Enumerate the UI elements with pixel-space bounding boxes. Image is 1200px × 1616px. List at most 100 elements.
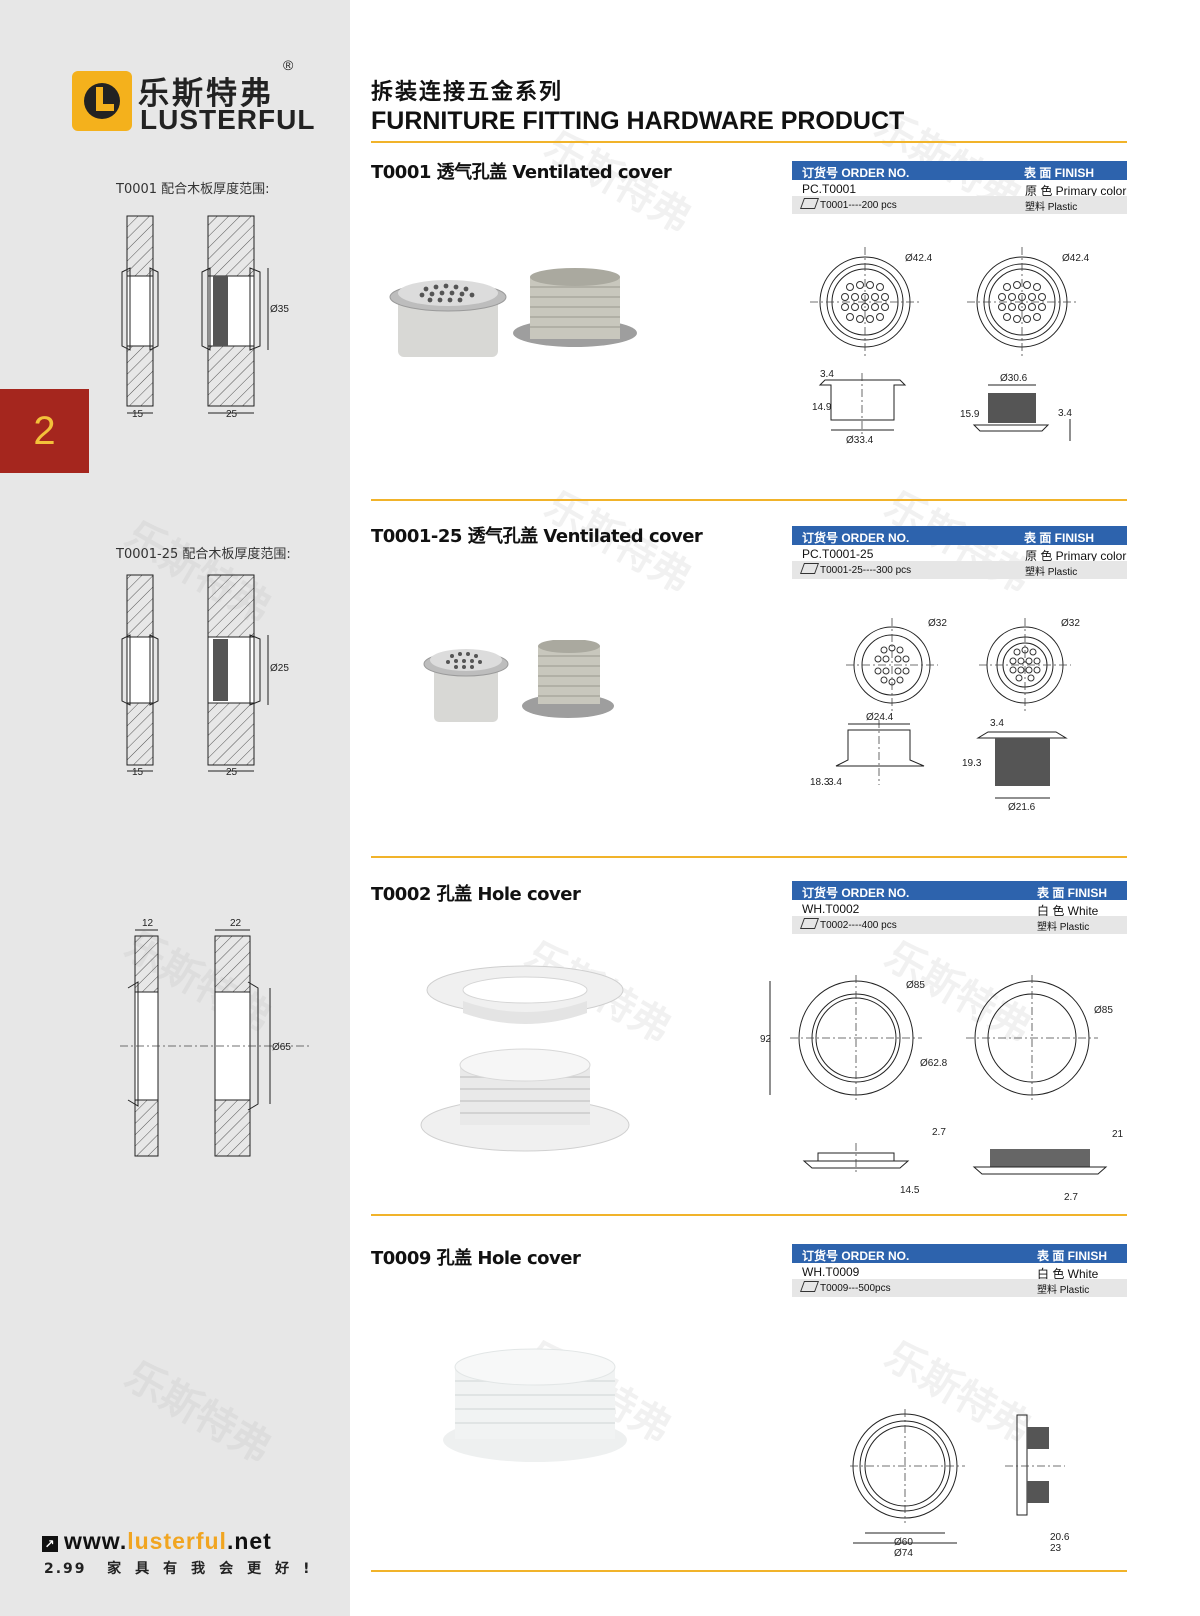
packing-value: T0009---500pcs — [820, 1283, 891, 1294]
product-title: T0001-25 透气孔盖 Ventilated cover — [371, 526, 703, 547]
section-divider — [371, 856, 1127, 858]
order-number: PC.T0001 — [802, 182, 857, 196]
product-photo — [443, 1348, 627, 1462]
dim-a: Ø24.4 — [866, 712, 894, 723]
t0001-25-section-drawing: Ø25 15 25 — [121, 574, 289, 778]
finish-label: 表 面 FINISH — [1037, 886, 1108, 900]
package-icon — [799, 1281, 820, 1292]
product-photo — [423, 640, 614, 722]
order-row: WH.T0009 白 色 White — [792, 1263, 1127, 1281]
brand-logo-icon — [72, 71, 132, 131]
dim-side-dia: Ø65 — [272, 1042, 291, 1053]
packing-value: T0002----400 pcs — [820, 920, 897, 931]
dim-d: 23 — [1050, 1543, 1062, 1554]
url-accent: lusterful — [127, 1528, 227, 1554]
section-divider — [371, 499, 1127, 501]
dim-f: 2.7 — [1064, 1192, 1078, 1203]
dim-b: Ø74 — [894, 1548, 913, 1559]
packing-row: T0001----200 pcs 塑料 Plastic — [792, 196, 1127, 214]
finish-label: 表 面 FINISH — [1024, 166, 1095, 180]
dim-e: 15.9 — [960, 409, 980, 420]
dim-outer-diameter: Ø85 — [1094, 1005, 1113, 1016]
finish-label: 表 面 FINISH — [1037, 1249, 1108, 1263]
registered-mark: ® — [283, 57, 294, 73]
dim-side-a: 15 — [132, 767, 144, 778]
order-table-header: 订货号 ORDER NO. 表 面 FINISH — [792, 881, 1127, 900]
dim-side-b: 25 — [226, 409, 238, 420]
finish-value: 白 色 White — [1037, 904, 1099, 918]
dim-b: Ø62.8 — [920, 1058, 948, 1069]
order-table: 订货号 ORDER NO. 表 面 FINISH WH.T0002 白 色 Whit… — [792, 881, 1127, 934]
sidebar — [0, 0, 350, 1616]
url-prefix: www. — [64, 1528, 128, 1554]
product-photo — [389, 268, 637, 357]
website-link[interactable]: ↗www.lusterful.net — [42, 1528, 272, 1555]
sidebar-label-t0001: T0001 配合木板厚度范围: — [116, 182, 270, 197]
finish-value: 原 色 Primary color — [1025, 184, 1127, 198]
dim-side-a: 15 — [132, 409, 144, 420]
order-row: PC.T0001 原 色 Primary color — [792, 180, 1127, 198]
finish-label: 表 面 FINISH — [1024, 531, 1095, 545]
order-table-header: 订货号 ORDER NO. 表 面 FINISH — [792, 161, 1127, 180]
dim-e: 21 — [1112, 1129, 1124, 1140]
dim-d: Ø30.6 — [1000, 373, 1028, 384]
product-title: T0002 孔盖 Hole cover — [371, 884, 581, 905]
dim-side-dia: Ø35 — [270, 304, 289, 315]
t0002-section-drawing: 12 22 Ø65 — [120, 918, 310, 1157]
order-row: WH.T0002 白 色 White — [792, 900, 1127, 918]
footer-divider — [371, 1570, 1127, 1572]
chapter-number: 2 — [33, 408, 56, 453]
brand-name-cn: 乐斯特弗 — [138, 76, 274, 112]
dim-c: 20.6 — [1050, 1532, 1070, 1543]
order-label: 订货号 ORDER NO. — [802, 886, 910, 900]
dim-c: Ø33.4 — [846, 435, 874, 446]
product-title: T0001 透气孔盖 Ventilated cover — [371, 162, 672, 183]
order-table-header: 订货号 ORDER NO. 表 面 FINISH — [792, 526, 1127, 545]
packing-value: T0001-25----300 pcs — [820, 565, 912, 576]
dim-b: 14.9 — [812, 402, 832, 413]
dim-c: 2.7 — [932, 1127, 946, 1138]
dim-d: 14.5 — [900, 1185, 920, 1196]
header-title-cn: 拆装连接五金系列 — [371, 80, 564, 105]
dim-outer-diameter: Ø85 — [906, 980, 925, 991]
dim-a: 3.4 — [820, 369, 834, 380]
material-value: 塑料 Plastic — [1037, 1285, 1090, 1296]
package-icon — [799, 563, 820, 574]
technical-drawing: Ø60 Ø74 20.6 23 — [850, 1409, 1070, 1559]
dim-outer-diameter: Ø42.4 — [905, 253, 933, 264]
packing-row: T0009---500pcs 塑料 Plastic — [792, 1279, 1127, 1297]
header-title-en: FURNITURE FITTING HARDWARE PRODUCT — [371, 107, 905, 135]
dim-side-dia: Ø25 — [270, 663, 289, 674]
page-number: 2.99 — [44, 1561, 87, 1577]
order-number: WH.T0009 — [802, 1265, 860, 1279]
dim-side-b: 25 — [226, 767, 238, 778]
link-arrow-icon: ↗ — [42, 1536, 58, 1552]
order-label: 订货号 ORDER NO. — [802, 166, 910, 180]
order-label: 订货号 ORDER NO. — [802, 531, 910, 545]
dim-d: 3.4 — [990, 718, 1004, 729]
dim-e: 19.3 — [962, 758, 982, 769]
dim-side-a: 12 — [142, 918, 154, 929]
header-divider — [371, 141, 1127, 143]
dim-side-b: 22 — [230, 918, 242, 929]
packing-value: T0001----200 pcs — [820, 200, 897, 211]
technical-drawing: Ø32 Ø32 Ø24.4 18.3 3.4 3.4 19.3 Ø21.6 — [810, 618, 1080, 813]
order-label: 订货号 ORDER NO. — [802, 1249, 910, 1263]
order-number: WH.T0002 — [802, 902, 860, 916]
product-photo — [420, 965, 630, 1152]
package-icon — [799, 198, 820, 209]
order-number: PC.T0001-25 — [802, 547, 874, 561]
packing-row: T0002----400 pcs 塑料 Plastic — [792, 916, 1127, 934]
technical-drawing: 92 Ø85 Ø62.8 Ø85 2.7 14.5 21 2.7 — [760, 975, 1124, 1203]
material-value: 塑料 Plastic — [1025, 567, 1078, 578]
sidebar-label-t0001-25: T0001-25 配合木板厚度范围: — [116, 547, 291, 562]
material-value: 塑料 Plastic — [1037, 922, 1090, 933]
package-icon — [799, 918, 820, 929]
t0001-section-drawing: Ø35 15 25 — [121, 215, 289, 420]
dim-a: 92 — [760, 1034, 772, 1045]
finish-value: 白 色 White — [1037, 1267, 1099, 1281]
technical-drawing: Ø42.4 Ø42.4 3.4 14.9 Ø33.4 Ø30.6 15.9 3.… — [810, 247, 1090, 446]
dim-outer-diameter: Ø32 — [1061, 618, 1080, 629]
material-value: 塑料 Plastic — [1025, 202, 1078, 213]
